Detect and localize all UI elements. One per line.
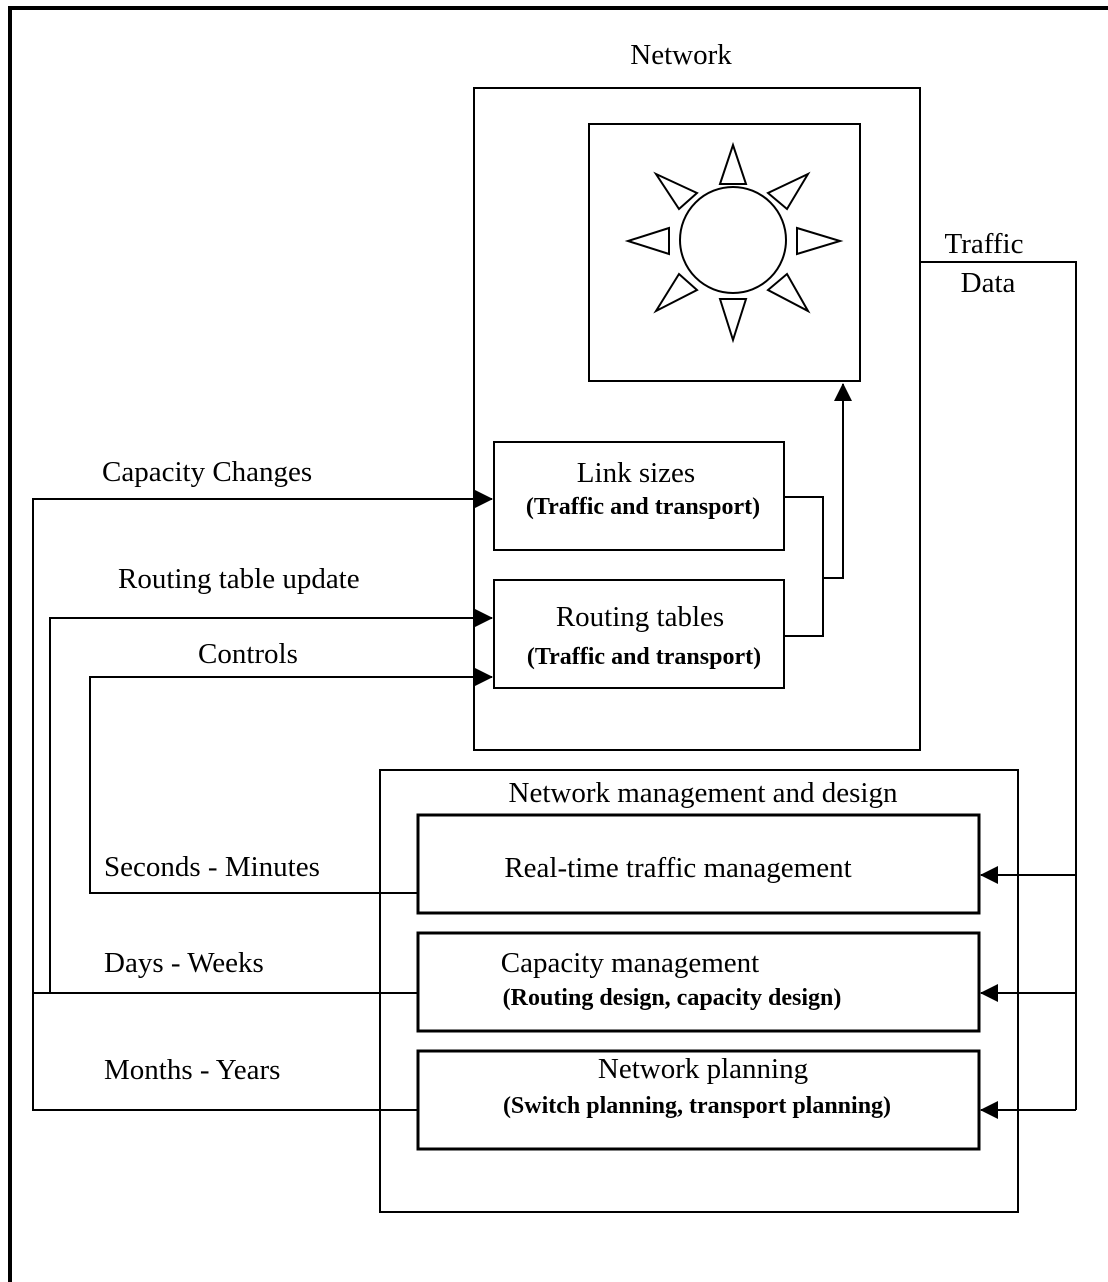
- sun-icon: [624, 141, 844, 344]
- capacity-box: [416, 931, 981, 1033]
- routing-tables-box: [493, 579, 785, 689]
- planning-subtitle: (Switch planning, transport planning): [503, 1093, 891, 1119]
- capacity-subtitle: (Routing design, capacity design): [503, 985, 842, 1011]
- config-to-network-arrow: [823, 383, 852, 579]
- capacity-changes-label: Capacity Changes: [102, 456, 312, 488]
- traffic-data-label-line1: Traffic: [945, 228, 1024, 260]
- routing-tables-subtitle: (Traffic and transport): [527, 644, 761, 670]
- network-box: [473, 87, 921, 751]
- outer-frame: [8, 6, 1108, 1282]
- planning-box: [416, 1049, 981, 1151]
- days-weeks-label: Days - Weeks: [104, 947, 264, 979]
- management-title: Network management and design: [509, 777, 898, 809]
- capacity-title: Capacity management: [501, 947, 759, 979]
- traffic-data-label-line2: Data: [961, 267, 1016, 299]
- controls-label: Controls: [198, 638, 298, 670]
- network-symbol-frame: [588, 123, 861, 382]
- seconds-minutes-label: Seconds - Minutes: [104, 851, 320, 883]
- management-box: [379, 769, 1019, 1213]
- realtime-box: [416, 813, 981, 915]
- link-sizes-title: Link sizes: [577, 457, 695, 489]
- routing-table-update-loop: [33, 618, 492, 994]
- routing-tables-output-line: [784, 578, 824, 637]
- link-sizes-subtitle: (Traffic and transport): [526, 494, 760, 520]
- months-years-label: Months - Years: [104, 1054, 280, 1086]
- link-sizes-output-line: [784, 496, 824, 578]
- planning-title: Network planning: [598, 1053, 808, 1085]
- realtime-title: Real-time traffic management: [504, 852, 851, 884]
- traffic-data-line: [920, 261, 1077, 1110]
- network-title: Network: [630, 39, 732, 71]
- routing-table-update-label: Routing table update: [118, 563, 360, 595]
- routing-tables-title: Routing tables: [556, 601, 724, 633]
- controls-loop: [89, 668, 493, 894]
- capacity-changes-loop: [32, 490, 493, 1111]
